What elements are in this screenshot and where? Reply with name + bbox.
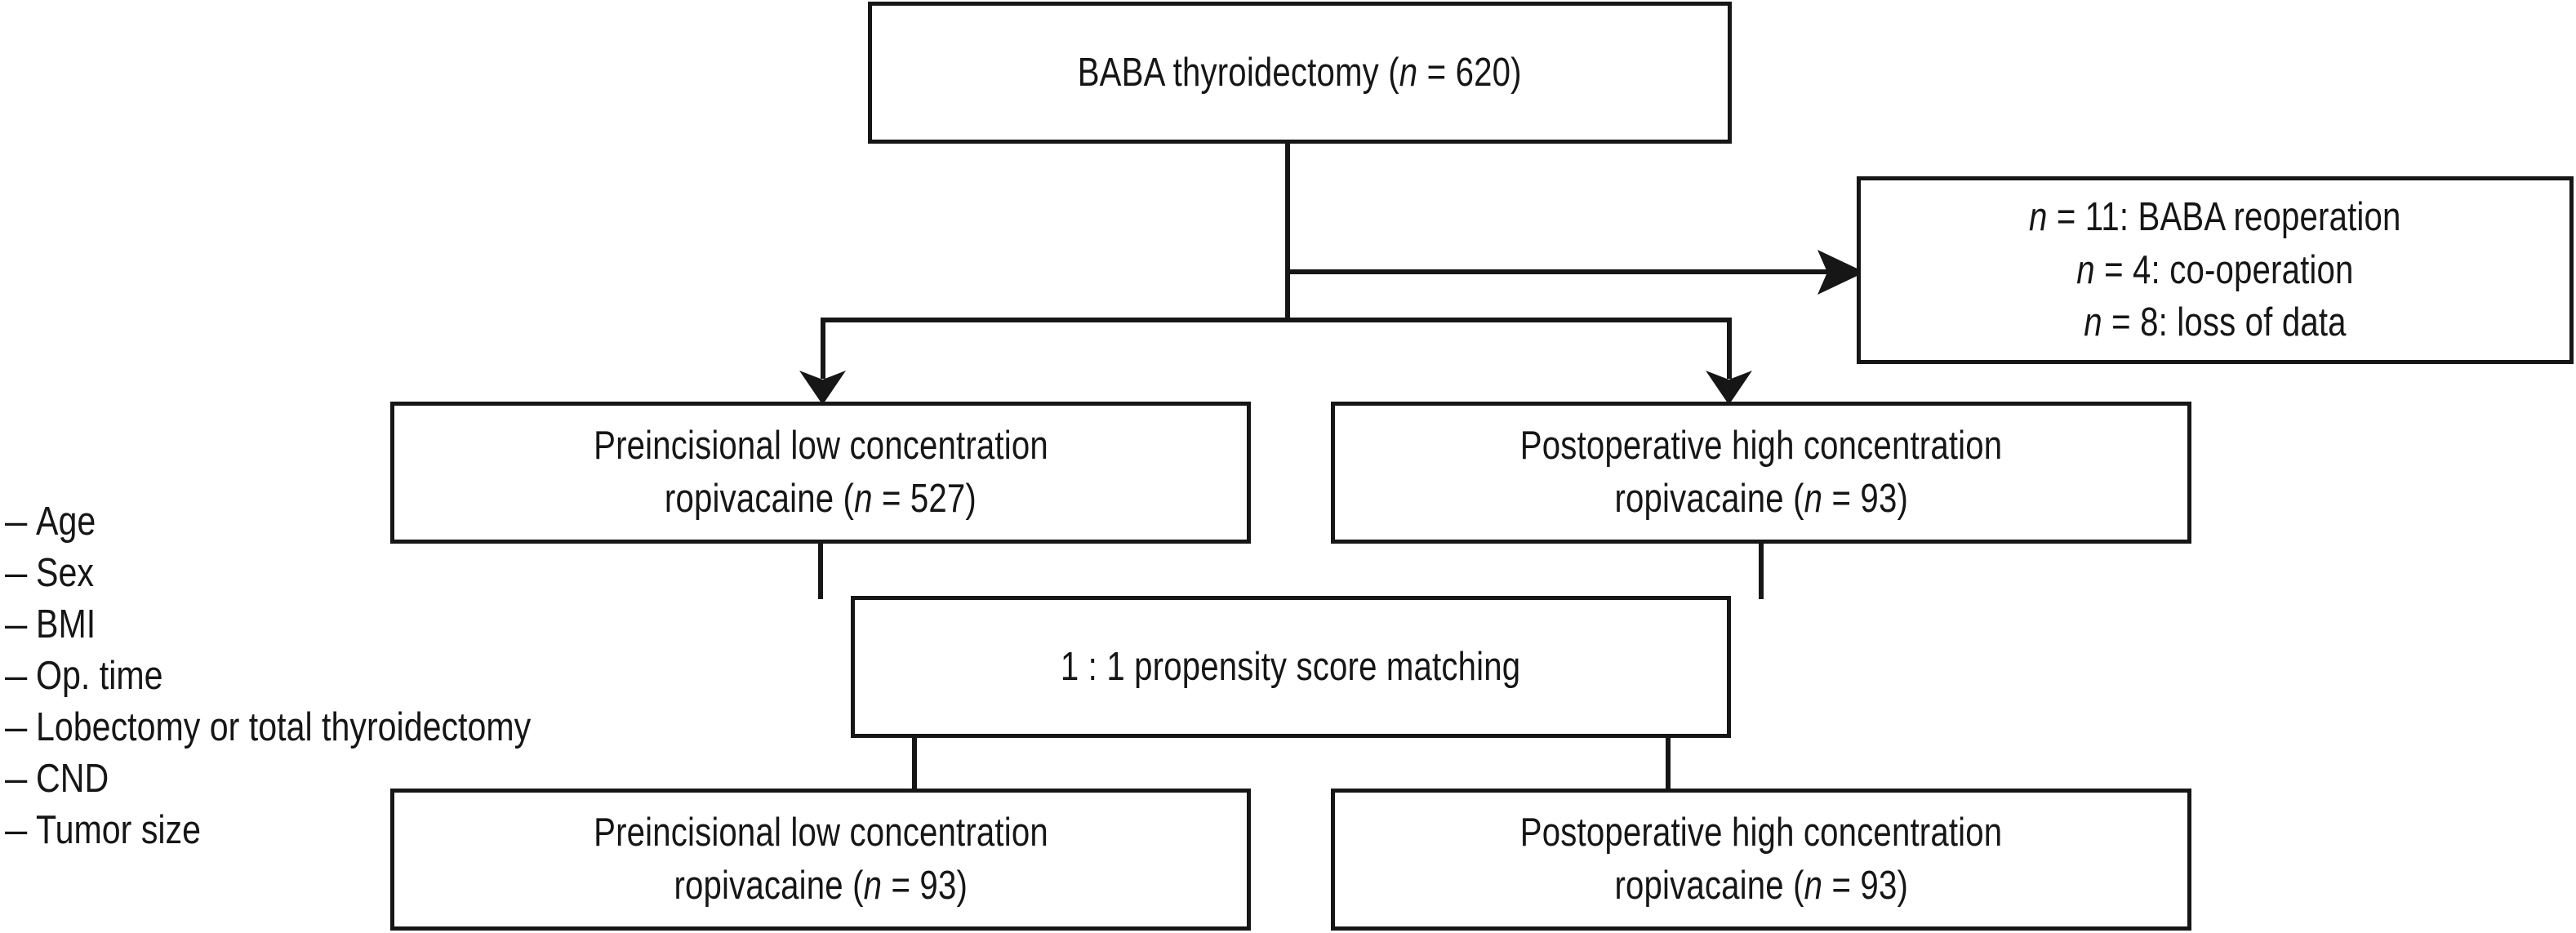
arrowhead-down-right-icon bbox=[1706, 369, 1752, 405]
node-matched-postoperative-high-93: Postoperative high concentration ropivac… bbox=[1331, 789, 2191, 931]
arrowhead-down-right-svg bbox=[1706, 371, 1752, 405]
matched-postoperative-high-93-line2: ropivacaine (n = 93) bbox=[1614, 860, 1908, 913]
exclusion-1-rest: = 11: BABA reoperation bbox=[2047, 194, 2401, 239]
covariate-label-5: CND bbox=[36, 757, 109, 801]
node-exclusions: n = 11: BABA reoperation n = 4: co-opera… bbox=[1857, 176, 2574, 364]
covariate-dash-1: – bbox=[5, 551, 28, 595]
covariate-dash-5: – bbox=[5, 757, 28, 801]
preincisional-low-527-line1: Preincisional low concentration bbox=[593, 424, 1048, 469]
matched-postoperative-high-93-n-symbol: n bbox=[1804, 864, 1822, 908]
connector-right-arm bbox=[1727, 318, 1732, 379]
covariate-item-tumor-size: –Tumor size bbox=[5, 805, 723, 856]
matched-preincisional-low-93-line2: ropivacaine (n = 93) bbox=[674, 860, 968, 913]
covariate-dash-2: – bbox=[5, 602, 28, 646]
covariate-dash-0: – bbox=[5, 500, 28, 544]
exclusion-3-rest: = 8: loss of data bbox=[2102, 300, 2347, 345]
covariate-list: –Age –Sex –BMI –Op. time –Lobectomy or t… bbox=[5, 496, 723, 856]
node-matched-preincisional-low-93: Preincisional low concentration ropivaca… bbox=[390, 789, 1251, 931]
postoperative-high-93-n-symbol: n bbox=[1804, 477, 1822, 521]
covariate-label-0: Age bbox=[36, 500, 96, 544]
exclusion-2-rest: = 4: co-operation bbox=[2094, 247, 2354, 292]
exclusion-line-3: n = 8: loss of data bbox=[2084, 296, 2346, 349]
covariate-label-2: BMI bbox=[36, 602, 96, 646]
exclusion-line-2: n = 4: co-operation bbox=[2076, 244, 2353, 297]
postoperative-high-93-line2: ropivacaine (n = 93) bbox=[1614, 473, 1908, 526]
covariate-label-3: Op. time bbox=[36, 654, 163, 698]
propensity-score-matching-label: 1 : 1 propensity score matching bbox=[1061, 644, 1521, 689]
exclusion-3-n-symbol: n bbox=[2084, 300, 2102, 345]
covariate-label-1: Sex bbox=[36, 551, 95, 595]
node-baba-thyroidectomy-label: BABA thyroidectomy (n = 620) bbox=[1078, 47, 1522, 100]
node-preincisional-low-527: Preincisional low concentration ropivaca… bbox=[390, 402, 1251, 544]
covariate-item-bmi: –BMI bbox=[5, 599, 723, 651]
matched-preincisional-low-93-after-n: = 93) bbox=[881, 864, 968, 908]
preincisional-low-527-after-n: = 527) bbox=[872, 477, 977, 521]
connector-root-stem bbox=[1285, 144, 1290, 322]
postoperative-high-93-before-n: ropivacaine ( bbox=[1614, 477, 1804, 521]
postoperative-high-93-after-n: = 93) bbox=[1822, 477, 1908, 521]
connector-right-group-to-matching bbox=[1759, 544, 1764, 599]
covariate-dash-4: – bbox=[5, 705, 28, 749]
connector-left-group-to-matching bbox=[818, 544, 823, 599]
postoperative-high-93-line1: Postoperative high concentration bbox=[1519, 424, 2003, 469]
arrowhead-right-svg bbox=[1817, 250, 1865, 295]
node-postoperative-high-93: Postoperative high concentration ropivac… bbox=[1331, 402, 2191, 544]
exclusion-line-1: n = 11: BABA reoperation bbox=[2029, 191, 2401, 244]
covariate-item-cnd: –CND bbox=[5, 753, 723, 805]
covariate-item-op-time: –Op. time bbox=[5, 651, 723, 702]
covariate-item-sex: –Sex bbox=[5, 548, 723, 599]
matched-preincisional-low-93-before-n: ropivacaine ( bbox=[674, 864, 864, 908]
matched-preincisional-low-93-line1: Preincisional low concentration bbox=[593, 811, 1048, 855]
preincisional-low-527-before-n: ropivacaine ( bbox=[664, 477, 855, 521]
preincisional-low-527-line2: ropivacaine (n = 527) bbox=[665, 473, 977, 526]
node-propensity-score-matching: 1 : 1 propensity score matching bbox=[851, 596, 1731, 738]
preincisional-low-527-n-symbol: n bbox=[854, 477, 873, 521]
covariate-item-age: –Age bbox=[5, 496, 723, 548]
exclusion-1-n-symbol: n bbox=[2029, 194, 2048, 239]
matched-postoperative-high-93-line1: Postoperative high concentration bbox=[1519, 811, 2003, 855]
connector-split-bar bbox=[821, 318, 1732, 322]
arrowhead-down-left-icon bbox=[799, 369, 846, 405]
connector-matching-to-left bbox=[912, 738, 917, 790]
covariate-dash-3: – bbox=[5, 654, 28, 698]
connector-matching-to-right bbox=[1666, 738, 1671, 790]
covariate-dash-6: – bbox=[5, 808, 28, 852]
covariate-label-4: Lobectomy or total thyroidectomy bbox=[36, 705, 532, 749]
arrowhead-right-icon bbox=[1814, 250, 1865, 295]
exclusion-2-n-symbol: n bbox=[2076, 247, 2095, 292]
root-text-before-n: BABA thyroidectomy ( bbox=[1078, 50, 1400, 95]
connector-left-arm bbox=[821, 318, 825, 379]
covariate-label-6: Tumor size bbox=[36, 808, 202, 852]
covariate-item-lobectomy-or-total-thyroidectomy: –Lobectomy or total thyroidectomy bbox=[5, 702, 723, 753]
matched-postoperative-high-93-after-n: = 93) bbox=[1822, 864, 1908, 908]
root-n-symbol: n bbox=[1399, 50, 1418, 95]
arrowhead-down-left-svg bbox=[799, 371, 846, 405]
matched-preincisional-low-93-n-symbol: n bbox=[863, 864, 882, 908]
root-text-after-n: = 620) bbox=[1417, 50, 1522, 95]
connector-to-exclusions bbox=[1288, 269, 1837, 274]
node-baba-thyroidectomy: BABA thyroidectomy (n = 620) bbox=[868, 2, 1732, 144]
matched-postoperative-high-93-before-n: ropivacaine ( bbox=[1614, 864, 1804, 908]
